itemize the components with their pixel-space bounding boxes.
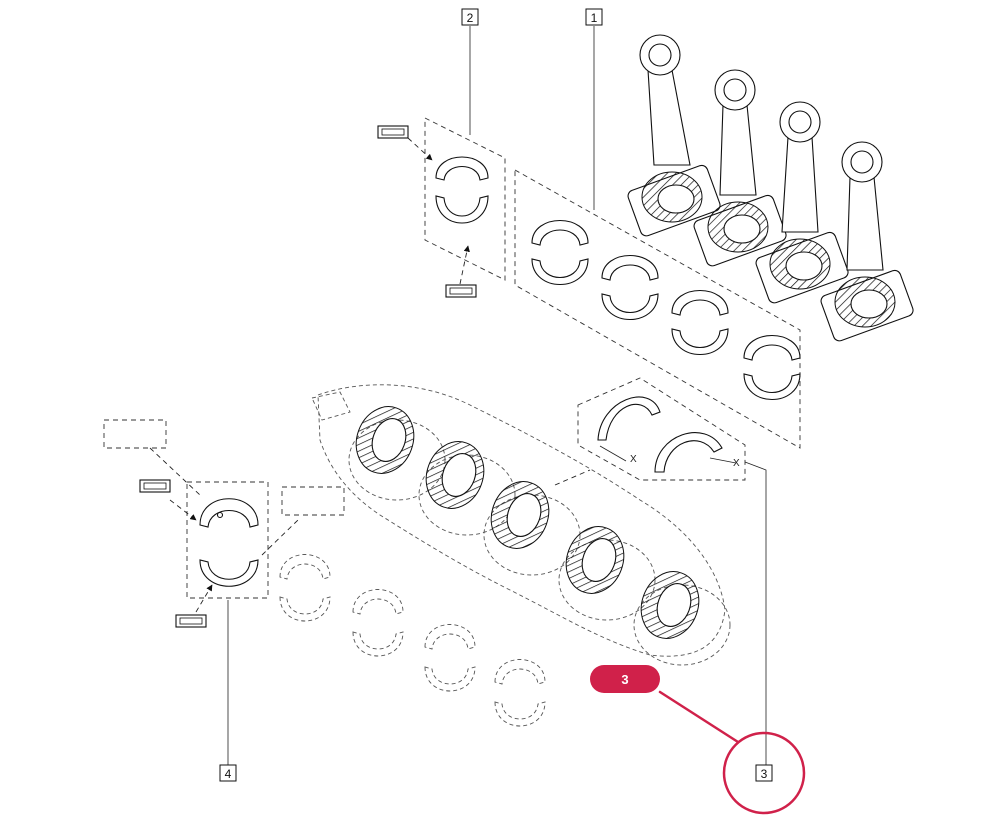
- callout-label-4: 4: [225, 767, 232, 781]
- ghost-shell-lower: [279, 596, 331, 622]
- crankshaft-nose: [311, 391, 351, 421]
- highlight-circle: [722, 731, 806, 815]
- crankshaft-journal: [633, 571, 731, 666]
- connecting-rods: [627, 34, 914, 342]
- bearing-shell-lower: [601, 293, 659, 321]
- callout-group-1: 1: [585, 8, 603, 210]
- ghost-tag: [103, 419, 167, 449]
- ghost-shell-upper: [352, 589, 404, 615]
- dashed-frame-thrust: [577, 377, 746, 481]
- connecting-rod: [693, 69, 787, 267]
- ghost-bearing-pair: [424, 624, 476, 692]
- dimension-mark-right: X: [733, 458, 740, 469]
- callout-group-3: 3: [744, 461, 773, 782]
- bearing-shell-lower: [435, 195, 489, 224]
- rod-small-end-bore: [850, 150, 874, 174]
- callout-group-4: 4: [219, 600, 237, 782]
- ghost-shell-upper: [279, 554, 331, 580]
- ghost-tag: [281, 486, 345, 516]
- journal-bore: [581, 538, 617, 582]
- journal-bore: [441, 453, 477, 497]
- crankshaft-outline: [317, 384, 726, 657]
- bearing-shell-upper: [671, 290, 729, 316]
- callout-box-4: [219, 764, 237, 782]
- bearing-pair: [601, 255, 659, 321]
- bearing-shell-upper: [743, 335, 801, 361]
- rod-small-end-bore: [648, 43, 672, 67]
- ghost-bearing-shells: [279, 554, 546, 727]
- bearing-pair: [743, 335, 801, 401]
- bearing-shell-lower: [531, 258, 589, 286]
- bearing-shell-upper: [435, 156, 489, 181]
- thrust-washer-left: [597, 396, 661, 441]
- rod-small-end-bore: [723, 78, 747, 102]
- ghost-bearing-pair: [279, 554, 331, 622]
- bearing-shell-upper: [531, 220, 589, 246]
- crankshaft: [311, 384, 731, 666]
- rod-small-end-bore: [788, 110, 812, 134]
- rod-shank: [781, 136, 819, 233]
- highlight-badge[interactable]: [590, 665, 660, 693]
- bearing-pair: [531, 220, 589, 286]
- connecting-rod: [627, 34, 721, 237]
- callout-label-2: 2: [467, 11, 474, 25]
- thrust-washer-set: X X: [577, 377, 746, 481]
- connecting-rod: [755, 101, 849, 304]
- bearing-shell-lower: [671, 328, 729, 356]
- ghost-shell-lower: [424, 666, 476, 692]
- leader-line: [554, 469, 591, 486]
- highlight-badge-label: 3: [621, 672, 628, 687]
- ghost-bearing-pair: [494, 659, 546, 727]
- bearing-set-2: [377, 117, 506, 298]
- bearing-shell-upper: [601, 255, 659, 281]
- ghost-shell-upper: [494, 659, 546, 685]
- callout-box-2: [461, 8, 479, 26]
- dashed-frame-2: [424, 117, 506, 281]
- crankshaft-journal: [348, 406, 446, 501]
- bearing-set-1: [514, 169, 801, 449]
- crankshaft-journal: [558, 526, 656, 621]
- rod-shank: [719, 104, 757, 196]
- crank-web: [633, 584, 731, 666]
- callout-label-3: 3: [761, 767, 768, 781]
- journal-bore: [371, 418, 407, 462]
- bearing-pair: [671, 290, 729, 356]
- bearing-shell-upper: [199, 498, 259, 528]
- callout-box-3: [755, 764, 773, 782]
- rod-bore: [657, 184, 695, 214]
- ghost-shell-lower: [352, 631, 404, 657]
- ghost-shell-lower: [494, 701, 546, 727]
- journal-bore: [656, 583, 692, 627]
- crankshaft-journal: [483, 481, 581, 576]
- journal-bore: [506, 493, 542, 537]
- rod-bore: [785, 251, 823, 281]
- highlight-callout-3[interactable]: 3: [590, 665, 806, 815]
- rod-shank: [647, 69, 691, 166]
- dashed-frame-1: [514, 169, 801, 449]
- callout-group-2: 2: [461, 8, 479, 135]
- rod-bore: [723, 214, 761, 244]
- bearing-set-4: [103, 419, 345, 628]
- callout-label-1: 1: [591, 11, 598, 25]
- ghost-bearing-pair: [352, 589, 404, 657]
- callout-box-1: [585, 8, 603, 26]
- bearing-shell-lower: [199, 559, 259, 587]
- bearing-shell-lower: [743, 373, 801, 401]
- connecting-rod: [820, 141, 914, 342]
- ghost-shell-upper: [424, 624, 476, 650]
- dashed-frame-4: [186, 481, 269, 599]
- rod-shank: [846, 176, 884, 271]
- thrust-washer-right: [654, 432, 723, 473]
- dimension-mark-left: X: [630, 454, 637, 465]
- rod-bore: [850, 289, 888, 319]
